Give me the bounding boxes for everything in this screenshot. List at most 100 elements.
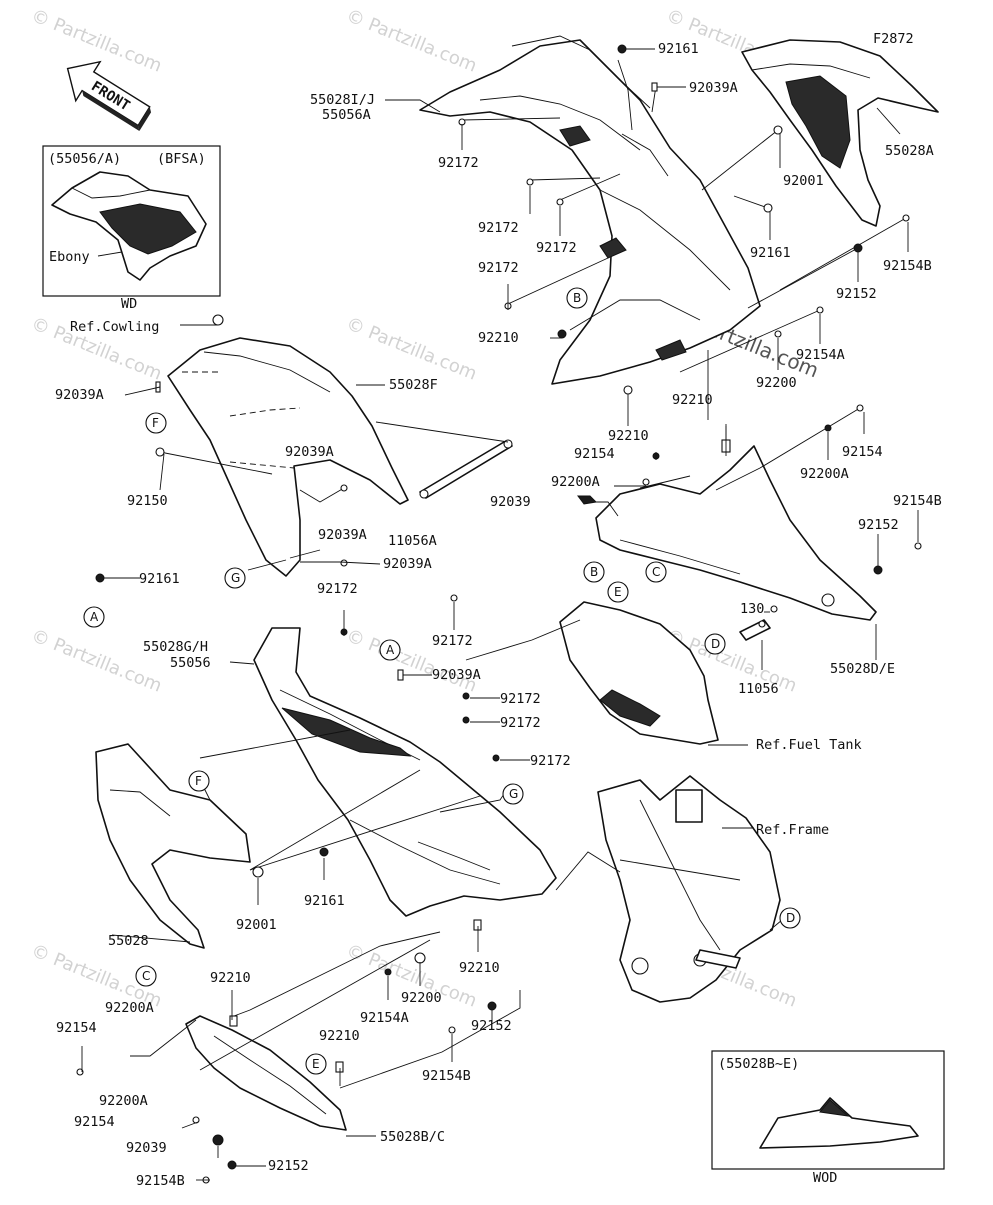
fuel-tank-reference bbox=[559, 601, 719, 745]
svg-text:B: B bbox=[573, 291, 581, 305]
label-92154B: 92154B bbox=[422, 1068, 471, 1084]
label-92172: 92172 bbox=[438, 155, 479, 171]
watermark: © Partzilla.com bbox=[343, 313, 480, 385]
watermark: © Partzilla.com bbox=[28, 625, 165, 697]
label-92154B: 92154B bbox=[893, 493, 942, 509]
svg-text:D: D bbox=[711, 637, 720, 651]
label-92001: 92001 bbox=[236, 917, 277, 933]
label-92172: 92172 bbox=[478, 260, 519, 276]
label-92172: 92172 bbox=[478, 220, 519, 236]
label-92039A: 92039A bbox=[383, 556, 432, 572]
callout-B: B bbox=[566, 287, 588, 309]
label-92200A: 92200A bbox=[99, 1093, 148, 1109]
callout-C: C bbox=[645, 561, 667, 583]
callout-B: B bbox=[583, 561, 605, 583]
label-55028DE: 55028D/E bbox=[830, 661, 895, 677]
bracket-11056-part bbox=[739, 619, 771, 641]
upper-cowling-part bbox=[419, 35, 761, 385]
label-92161: 92161 bbox=[750, 245, 791, 261]
callout-F: F bbox=[188, 770, 210, 792]
label-92161: 92161 bbox=[139, 571, 180, 587]
label-55056A: 55056A bbox=[322, 107, 371, 123]
inset-lower-variant: (55028B~E) WOD bbox=[711, 1050, 945, 1186]
label-diagram-code: F2872 bbox=[873, 31, 914, 47]
frame-reference bbox=[597, 775, 781, 1003]
label-55028: 55028 bbox=[108, 933, 149, 949]
label-55056: 55056 bbox=[170, 655, 211, 671]
label-92154B: 92154B bbox=[136, 1173, 185, 1189]
label-92039: 92039 bbox=[490, 494, 531, 510]
label-92154: 92154 bbox=[74, 1114, 115, 1130]
label-92039A: 92039A bbox=[432, 667, 481, 683]
label-92161: 92161 bbox=[658, 41, 699, 57]
label-ref-cowling: Ref.Cowling bbox=[70, 319, 159, 335]
lower-cowl-left-part bbox=[185, 1015, 347, 1131]
label-92210: 92210 bbox=[608, 428, 649, 444]
svg-text:E: E bbox=[614, 585, 622, 599]
svg-text:G: G bbox=[509, 787, 518, 801]
label-55028BC: 55028B/C bbox=[380, 1129, 445, 1145]
side-cowling-upper-left-part bbox=[167, 337, 409, 577]
callout-A: A bbox=[379, 639, 401, 661]
label-92200A: 92200A bbox=[800, 466, 849, 482]
label-92210: 92210 bbox=[672, 392, 713, 408]
label-92039A: 92039A bbox=[689, 80, 738, 96]
label-92039A: 92039A bbox=[318, 527, 367, 543]
inset-header-left: (55056/A) bbox=[48, 151, 121, 167]
label-92154A: 92154A bbox=[360, 1010, 409, 1026]
svg-text:C: C bbox=[142, 969, 150, 983]
label-92172: 92172 bbox=[536, 240, 577, 256]
watermark: © Partzilla.com bbox=[343, 5, 480, 77]
side-panel-lower-left-part bbox=[95, 743, 251, 949]
svg-text:F: F bbox=[195, 774, 202, 788]
label-92172: 92172 bbox=[530, 753, 571, 769]
inset-footer: WD bbox=[121, 296, 137, 312]
callout-C: C bbox=[135, 965, 157, 987]
label-92210: 92210 bbox=[478, 330, 519, 346]
callout-G: G bbox=[502, 783, 524, 805]
label-92154: 92154 bbox=[56, 1020, 97, 1036]
side-cowling-main-part bbox=[253, 627, 557, 917]
svg-text:C: C bbox=[652, 565, 660, 579]
label-92200: 92200 bbox=[401, 990, 442, 1006]
inset-bottom-header: (55028B~E) bbox=[718, 1056, 799, 1072]
label-ref-frame: Ref.Frame bbox=[756, 822, 829, 838]
label-130: 130 bbox=[740, 601, 764, 617]
callout-G: G bbox=[224, 567, 246, 589]
label-92172: 92172 bbox=[317, 581, 358, 597]
label-92154B: 92154B bbox=[883, 258, 932, 274]
connector-lines bbox=[159, 59, 907, 1089]
svg-text:G: G bbox=[231, 571, 240, 585]
label-55028A: 55028A bbox=[885, 143, 934, 159]
svg-text:E: E bbox=[312, 1057, 320, 1071]
part-number-labels: 92161 F2872 55028I/J 55056A 92039A 92172… bbox=[55, 31, 942, 1189]
label-92039: 92039 bbox=[126, 1140, 167, 1156]
svg-text:F: F bbox=[152, 416, 159, 430]
callout-letters: B F G A B C E A D F G D C E bbox=[83, 287, 801, 1075]
label-ref-fuel-tank: Ref.Fuel Tank bbox=[756, 737, 862, 753]
label-55028IJ: 55028I/J bbox=[310, 92, 375, 108]
label-92152: 92152 bbox=[858, 517, 899, 533]
label-92210: 92210 bbox=[459, 960, 500, 976]
inset-color-label: Ebony bbox=[49, 249, 90, 265]
inset-bottom-footer: WOD bbox=[813, 1170, 837, 1186]
label-92150: 92150 bbox=[127, 493, 168, 509]
lower-cowl-right-part bbox=[595, 445, 877, 621]
label-92172: 92172 bbox=[432, 633, 473, 649]
label-92154: 92154 bbox=[842, 444, 883, 460]
svg-text:A: A bbox=[90, 610, 99, 624]
label-92210: 92210 bbox=[319, 1028, 360, 1044]
callout-E: E bbox=[305, 1053, 327, 1075]
callout-D: D bbox=[779, 907, 801, 929]
label-leaders bbox=[81, 48, 919, 1181]
side-panel-upper-right-part: 55028A bbox=[741, 39, 939, 227]
inset-header-right: (BFSA) bbox=[157, 151, 206, 167]
label-92154A: 92154A bbox=[796, 347, 845, 363]
label-92152: 92152 bbox=[268, 1158, 309, 1174]
label-92200A: 92200A bbox=[105, 1000, 154, 1016]
svg-text:D: D bbox=[786, 911, 795, 925]
label-11056: 11056 bbox=[738, 681, 779, 697]
label-11056A: 11056A bbox=[388, 533, 437, 549]
